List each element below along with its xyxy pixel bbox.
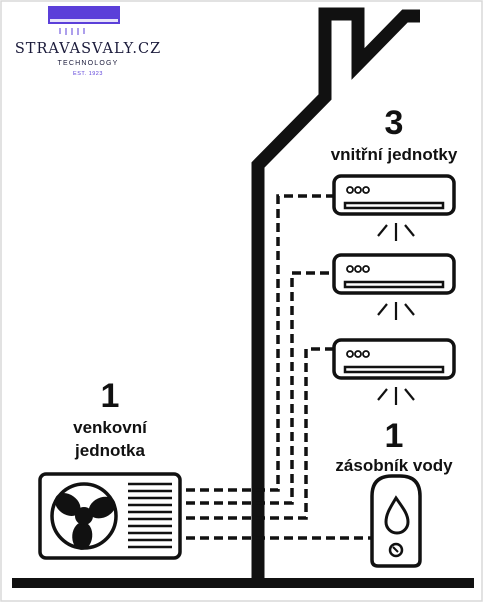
pipe-unit-1 — [186, 194, 336, 492]
gauge-needle — [392, 546, 399, 553]
tank-label: zásobník vody — [335, 456, 453, 475]
outdoor-label-line2: jednotka — [74, 441, 145, 460]
house-wall-roof-chimney — [251, 7, 420, 587]
outdoor-label-line1: venkovní — [73, 418, 148, 437]
air-louver — [343, 280, 445, 289]
outdoor-count: 1 — [101, 377, 120, 415]
indicator-light — [354, 350, 362, 358]
logo-brand: STRAVASVALY.CZ — [15, 41, 161, 57]
indoor-label: vnitřní jednotky — [331, 145, 458, 164]
air-louver — [343, 365, 445, 374]
logo-sub: TECHNOLOGY — [57, 60, 118, 67]
indoor-unit — [332, 338, 456, 405]
indicator-light — [346, 265, 354, 273]
logo-airflow-icon — [59, 28, 85, 35]
indicator-light — [354, 186, 362, 194]
water-tank — [370, 474, 422, 568]
water-drop-icon — [384, 495, 410, 535]
indicator-light — [362, 265, 370, 273]
indoor-count: 3 — [385, 104, 404, 142]
tank-count: 1 — [385, 417, 404, 455]
airflow-icon — [377, 387, 415, 405]
vent-grille-icon — [128, 482, 172, 549]
airflow-icon — [377, 223, 415, 241]
refrigerant-pipes — [186, 194, 384, 540]
logo: STRAVASVALY.CZ TECHNOLOGY EST. 1923 — [15, 6, 161, 77]
outdoor-unit — [38, 472, 182, 560]
logo-est: EST. 1923 — [73, 71, 103, 77]
indicator-light — [354, 265, 362, 273]
fan-icon — [54, 493, 116, 550]
indoor-unit — [332, 253, 456, 320]
pipe-unit-2 — [186, 271, 336, 505]
indicator-light — [362, 350, 370, 358]
airflow-icon — [377, 302, 415, 320]
indicator-light — [362, 186, 370, 194]
pipe-unit-3 — [186, 347, 336, 520]
indicator-light — [346, 186, 354, 194]
logo-bar-highlight — [50, 19, 118, 22]
indicator-light — [346, 350, 354, 358]
air-louver — [343, 201, 445, 210]
indoor-unit — [332, 174, 456, 241]
